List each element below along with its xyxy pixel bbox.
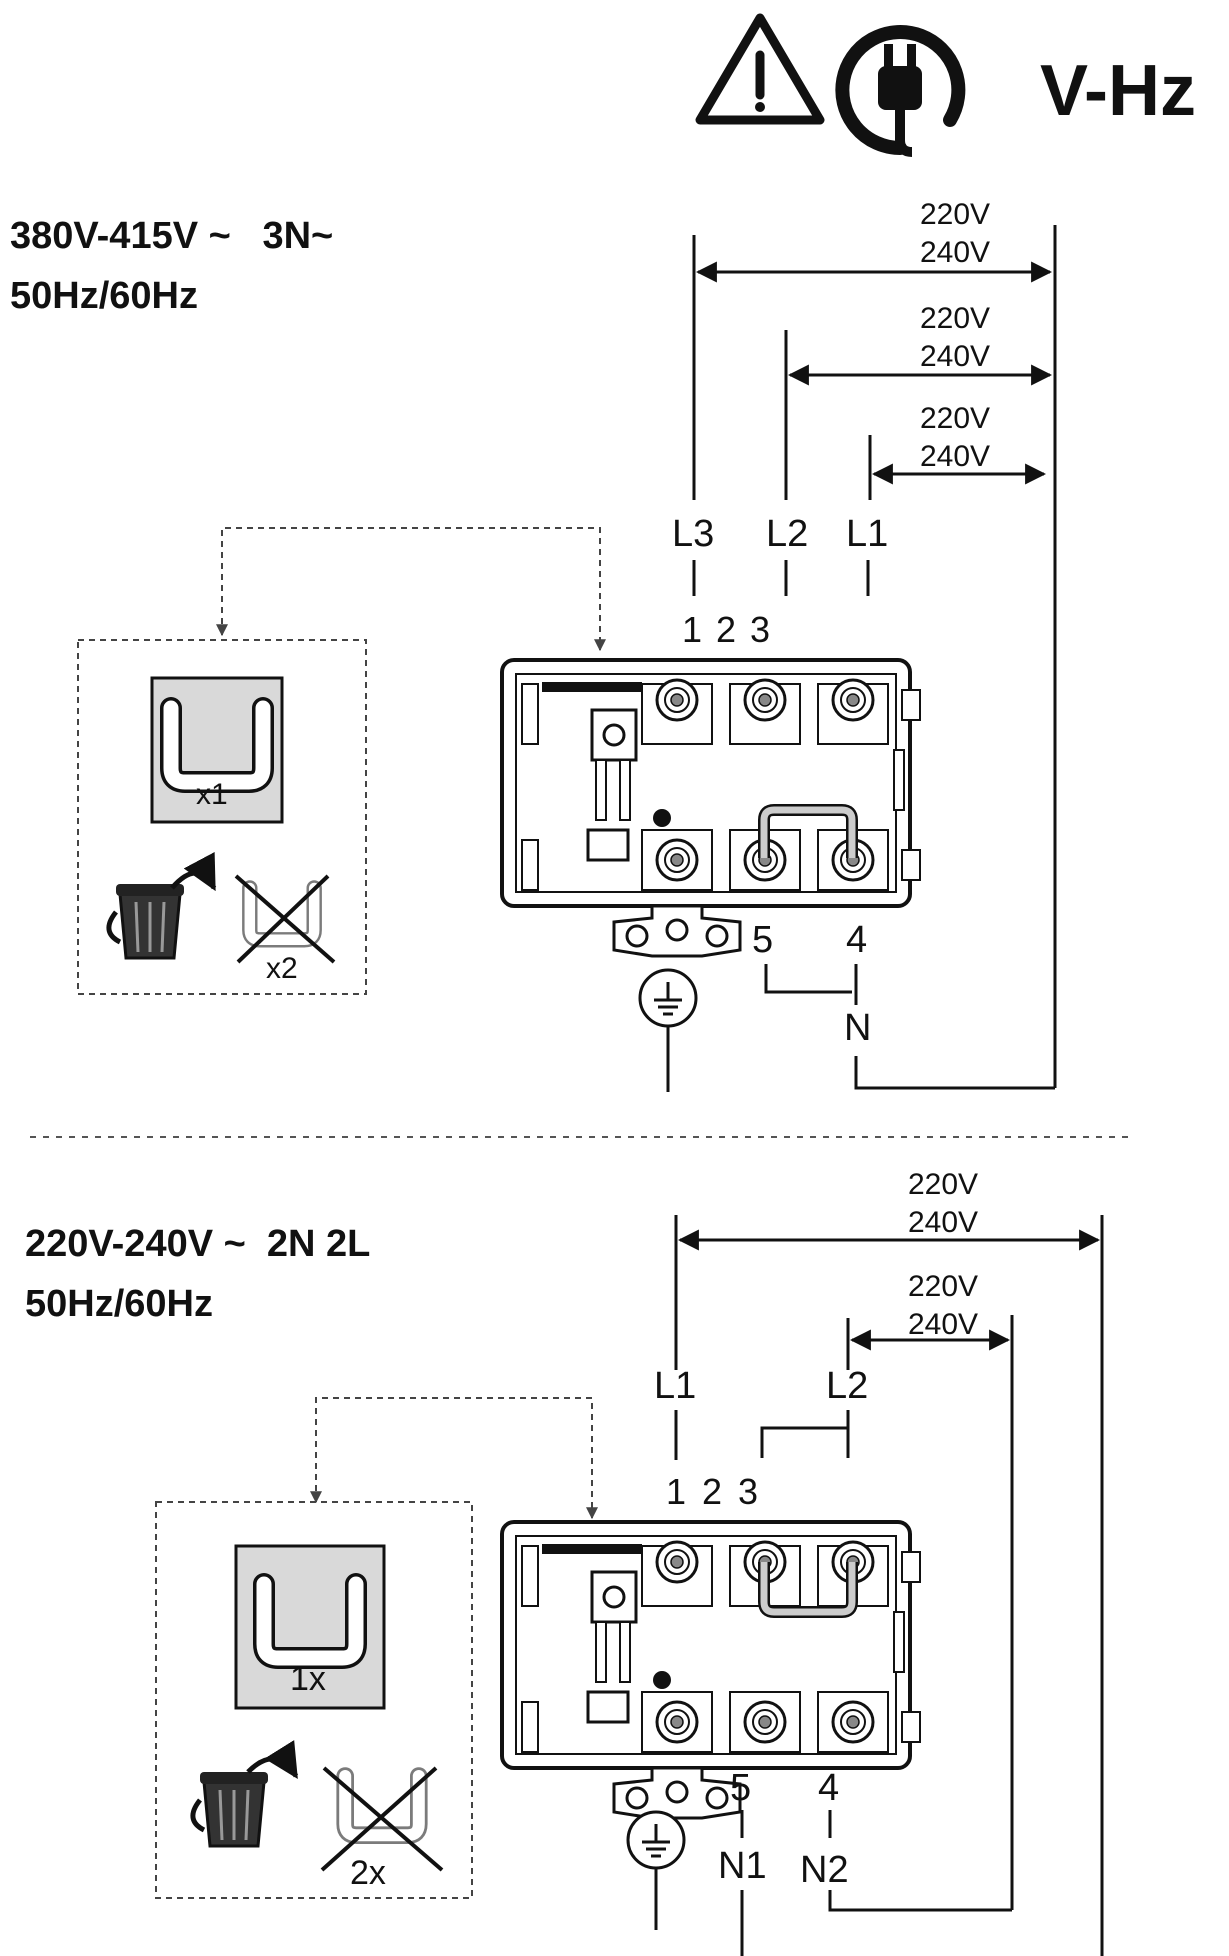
voltage-label: 220V [920, 302, 990, 335]
spec-frequency-2n2l: 50Hz/60Hz [25, 1283, 213, 1325]
bridge-count: x1 [196, 778, 228, 811]
discarded-bridges-icon [320, 1766, 444, 1872]
voltage-label: 220V [908, 1270, 978, 1303]
phase-label-l1: L1 [654, 1365, 696, 1407]
phase-label-l1: L1 [846, 513, 888, 555]
voltage-label: 240V [920, 340, 990, 373]
discard-arrow-icon [170, 851, 217, 892]
spec-voltage-2n2l: 220V-240V ~ 2N 2L [25, 1223, 370, 1265]
terminal-block [502, 1522, 920, 1818]
terminal-number: 1 [666, 1471, 686, 1512]
voltage-label: 240V [908, 1206, 978, 1239]
neutral-label: N [844, 1007, 871, 1049]
phase-label-l3: L3 [672, 513, 714, 555]
vhz-label: V-Hz [1040, 51, 1196, 131]
discarded-bridges-icon [234, 874, 336, 964]
spec-voltage-3n: 380V-415V ~ 3N~ [10, 215, 333, 257]
terminal-number: 4 [818, 1767, 839, 1809]
phase-label-l2: L2 [826, 1365, 868, 1407]
terminal-number: 5 [730, 1767, 751, 1809]
terminal-number: 4 [846, 919, 867, 961]
voltage-label: 220V [920, 198, 990, 231]
ground-icon [638, 968, 698, 1028]
spec-frequency-3n: 50Hz/60Hz [10, 275, 198, 317]
neutral-label-n1: N1 [718, 1845, 767, 1887]
power-plug-icon [835, 25, 966, 157]
bridge-panel [77, 639, 367, 995]
warning-triangle-icon [695, 13, 825, 125]
terminal-number: 2 [716, 609, 736, 650]
bridge-panel [155, 1501, 473, 1899]
terminal-number: 3 [750, 609, 770, 650]
wire-n2 [828, 1890, 1012, 1912]
trash-bin-icon [109, 884, 184, 958]
phase-label-l2: L2 [766, 513, 808, 555]
wire-l2-to-3 [760, 1426, 848, 1458]
ground-icon [626, 1810, 686, 1870]
wire-n-return [854, 1056, 1055, 1090]
bridge-count: 1x [290, 1660, 326, 1698]
terminal-number: 2 [702, 1471, 722, 1512]
discard-count: x2 [266, 952, 298, 985]
section-2n2l: 220V-240V ~ 2N 2L 50Hz/60Hz 220V 240V 22… [25, 1168, 1104, 1956]
discard-count: 2x [350, 1854, 386, 1892]
dashed-link [216, 527, 606, 652]
section-3n: 380V-415V ~ 3N~ 50Hz/60Hz 220V 240V 220V… [10, 198, 1057, 1092]
bridge-wire-5-4 [764, 964, 852, 994]
voltage-label: 220V [908, 1168, 978, 1201]
voltage-label: 240V [908, 1308, 978, 1341]
terminal-block [502, 660, 920, 956]
terminal-number: 1 [682, 609, 702, 650]
trash-bin-icon [193, 1772, 268, 1846]
dashed-link [310, 1397, 598, 1520]
voltage-label: 240V [920, 236, 990, 269]
voltage-label: 240V [920, 440, 990, 473]
discard-arrow-icon [246, 1740, 299, 1779]
terminal-number: 3 [738, 1471, 758, 1512]
voltage-label: 220V [920, 402, 990, 435]
terminal-number: 5 [752, 919, 773, 961]
neutral-label-n2: N2 [800, 1849, 849, 1891]
